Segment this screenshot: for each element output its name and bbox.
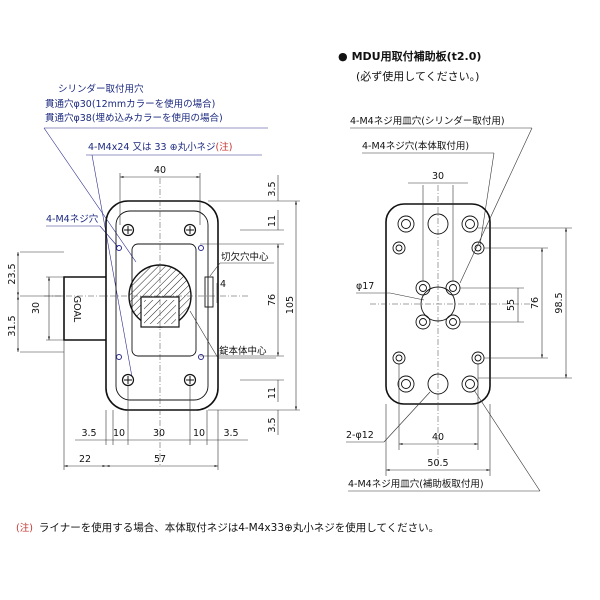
dim-plate-55-label: 55: [506, 299, 517, 311]
dim-notch-4-label: 4: [220, 279, 226, 290]
dim-30-bracket-label: 30: [31, 302, 42, 314]
lock-center-leader: [189, 310, 219, 359]
plate-cyl-hole-tl: [415, 280, 431, 296]
dim-top-40-label: 40: [154, 165, 166, 176]
dim-plate-30-label: 30: [432, 171, 444, 182]
plate-corner-hole-tr: [461, 215, 479, 233]
mounting-plate-view: ●MDU用取付補助板(t2.0) (必ず使用してください。) 4-M4ネジ用皿穴…: [338, 49, 572, 492]
plate-cyl-hole-br: [445, 314, 461, 330]
cylinder-hole-label: シリンダー取付用穴: [58, 83, 144, 95]
plate-body-hole-br: [471, 351, 485, 365]
countersunk-cylinder-label: 4-M4ネジ用皿穴(シリンダー取付用): [350, 115, 505, 127]
phi17-leader: [389, 292, 425, 301]
m4-body-label: 4-M4ネジ穴(本体取付用): [362, 140, 469, 152]
dim-11-bot-label: 11: [267, 387, 278, 399]
plate-corner-hole-tl: [397, 215, 415, 233]
plate-body-hole-tl: [392, 241, 406, 255]
notch: [204, 276, 214, 308]
plate-subtitle: (必ず使用してください。): [356, 70, 479, 83]
screw-top-left: [121, 223, 135, 237]
dim-23-5-label: 23.5: [7, 263, 18, 284]
footer-note-text: (注)ライナーを使用する場合、本体取付ネジは4-M4x33⊕丸小ネジを使用してく…: [16, 521, 439, 534]
body-inner-outline: [115, 210, 209, 401]
notch-center-leader: [209, 262, 221, 277]
screw-spec-label: 4-M4x24 又は 33⊕丸小ネジ(注): [88, 141, 232, 153]
dim-plate-40-label: 40: [432, 432, 444, 443]
dim-10-a-label: 10: [113, 428, 125, 439]
dim-plate-98-5-label: 98.5: [554, 292, 565, 313]
m4-hole-tl: [116, 245, 122, 251]
screw-bottom-left: [121, 373, 135, 387]
dim-30-label: 30: [153, 428, 165, 439]
body-outer-outline: [105, 200, 219, 411]
phi12-leader: [383, 391, 431, 443]
dim-plate-76-label: 76: [530, 297, 541, 309]
m4-hole-br: [198, 354, 204, 360]
dim-3-5-bot-label: 3.5: [267, 417, 278, 432]
brand-mark: GOAL: [71, 296, 82, 323]
lock-body-view: シリンダー取付用穴 貫通穴φ30(12mmカラーを使用の場合) 貫通穴φ38(埋…: [7, 83, 300, 470]
screw-bottom-right: [183, 373, 197, 387]
m4-callout-leader: [99, 225, 119, 248]
plate-title: ●MDU用取付補助板(t2.0): [338, 49, 481, 63]
dim-76-label: 76: [267, 294, 278, 306]
m4-body-leader: [479, 152, 495, 246]
dim-57-label: 57: [154, 454, 166, 465]
dim-3-5-b-label: 3.5: [223, 428, 238, 439]
footer-note: (注)ライナーを使用する場合、本体取付ネジは4-M4x33⊕丸小ネジを使用してく…: [16, 521, 439, 534]
plate-cyl-hole-tr: [445, 280, 461, 296]
dim-plate-50-5-label: 50.5: [427, 458, 448, 469]
dim-3-5-top-label: 3.5: [267, 181, 278, 196]
plate-cyl-hole-bl: [415, 314, 431, 330]
m4-holes-label: 4-M4ネジ穴: [46, 213, 99, 225]
cylinder-hole-spec-30: 貫通穴φ30(12mmカラーを使用の場合): [45, 98, 215, 110]
countersunk-plate-label: 4-M4ネジ用皿穴(補助板取付用): [348, 478, 484, 490]
screw-top-right: [183, 223, 197, 237]
dim-3-5-a-label: 3.5: [81, 428, 96, 439]
side-bracket: [63, 276, 106, 341]
dim-31-5-label: 31.5: [7, 315, 18, 336]
m4-hole-tr: [198, 245, 204, 251]
dim-10-b-label: 10: [193, 428, 205, 439]
cylinder-callout-leader: [43, 127, 137, 263]
countersunk-plate-leader: [473, 389, 541, 492]
lock-center-label: 錠本体中心: [219, 345, 267, 357]
m4-hole-bl: [116, 354, 122, 360]
plate-body-hole-bl: [392, 351, 406, 365]
cylinder-hole-spec-38: 貫通穴φ38(埋め込みカラーを使用の場合): [45, 112, 223, 124]
phi17-label: φ17: [356, 281, 374, 292]
countersunk-cylinder-leader: [459, 127, 533, 284]
screw-callout-leader: [91, 154, 133, 378]
plate-corner-hole-br: [461, 375, 479, 393]
plate-corner-hole-bl: [397, 375, 415, 393]
notch-center-label: 切欠穴中心: [221, 251, 269, 263]
dim-22-label: 22: [79, 454, 91, 465]
phi12-label: 2-φ12: [346, 430, 374, 441]
dim-11-top-label: 11: [267, 215, 278, 227]
dim-105-label: 105: [285, 296, 296, 314]
